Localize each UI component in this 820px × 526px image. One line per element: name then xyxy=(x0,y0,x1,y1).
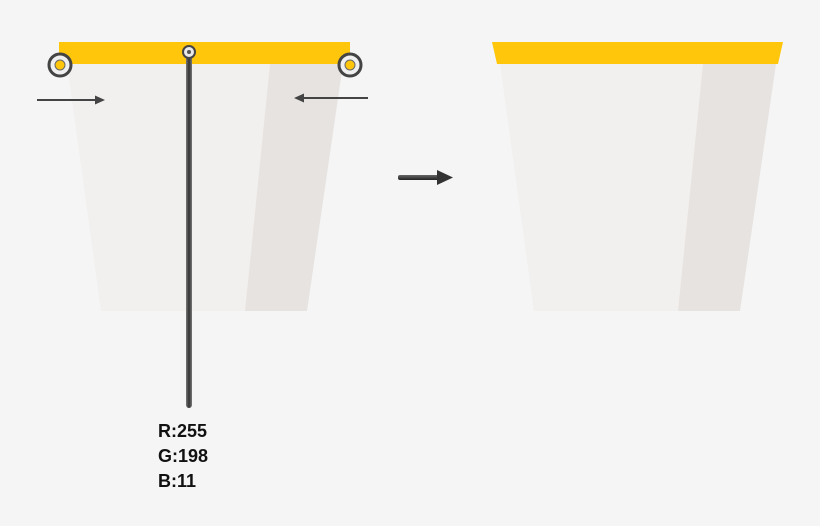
red-value: R:255 xyxy=(158,421,208,441)
cup-rim-yellow xyxy=(59,42,350,64)
cup-body-shadow xyxy=(678,64,776,311)
eyedropper-line-icon[interactable] xyxy=(182,45,196,408)
cup-rim-yellow xyxy=(492,42,783,64)
circle-handle-icon[interactable] xyxy=(47,52,73,78)
circle-handle-icon[interactable] xyxy=(337,52,363,78)
arrow-right-icon xyxy=(37,95,105,105)
cup-body-shadow xyxy=(245,64,343,311)
arrow-right-bold-icon xyxy=(398,170,453,185)
cup-before xyxy=(37,42,368,408)
arrow-left-icon xyxy=(294,93,368,103)
color-value-readout: R:255 G:198 B:11 xyxy=(158,419,208,494)
cup-after xyxy=(492,42,783,311)
green-value: G:198 xyxy=(158,446,209,466)
blue-value: B:11 xyxy=(158,471,197,491)
